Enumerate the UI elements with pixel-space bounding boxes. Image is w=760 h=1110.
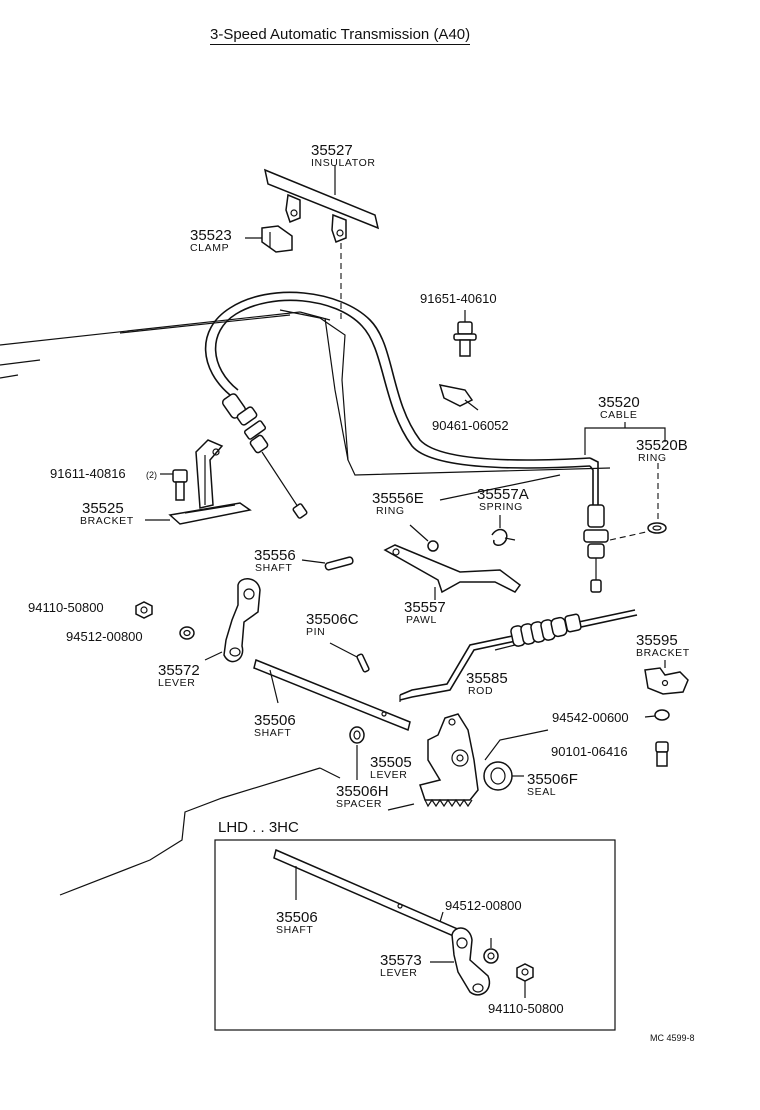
diagram-title: 3-Speed Automatic Transmission (A40)	[210, 26, 471, 45]
pawl-35557	[383, 544, 522, 600]
body-outline	[0, 309, 611, 896]
label-35520-name: CABLE	[600, 409, 637, 421]
label-35557A-name: SPRING	[479, 501, 523, 513]
bracket-35525	[145, 439, 252, 525]
label-35506F-name: SEAL	[527, 786, 556, 798]
bracket-35595	[644, 660, 689, 695]
label-lhd-94110-number: 94110-50800	[488, 1001, 564, 1016]
clamp-35523	[245, 225, 293, 253]
label-35525-name: BRACKET	[80, 515, 134, 527]
label-35505-number: 35505	[370, 754, 412, 771]
label-35572-name: LEVER	[158, 677, 195, 689]
label-35527-name: INSULATOR	[311, 157, 376, 169]
label-35523-name: CLAMP	[190, 242, 229, 254]
label-35585-name: ROD	[468, 685, 493, 697]
bolt-91611	[160, 469, 188, 501]
ring-guide-line	[609, 529, 656, 541]
label-91651-number: 91651-40610	[420, 291, 497, 306]
clip-94542	[644, 709, 670, 721]
ring-35556E	[409, 474, 561, 552]
label-35506C-number: 35506C	[306, 611, 359, 628]
label-35505-name: LEVER	[370, 769, 407, 781]
label-lhd-35573-number: 35573	[380, 952, 422, 969]
label-35527-number: 35527	[311, 142, 353, 159]
label-35520B-number: 35520B	[636, 437, 688, 454]
lever-callout-line	[484, 729, 549, 761]
lhd-subframe	[214, 839, 616, 1031]
label-35557-name: PAWL	[406, 614, 437, 626]
cable-35520	[204, 291, 609, 593]
label-94542-number: 94542-00600	[552, 710, 629, 725]
label-91611-number: 91611-40816	[50, 466, 126, 481]
label-35572-number: 35572	[158, 662, 200, 679]
label-94110-number: 94110-50800	[28, 600, 104, 615]
label-35506-name: SHAFT	[254, 727, 291, 739]
bolt-91651	[453, 310, 477, 357]
label-35595-name: BRACKET	[636, 647, 690, 659]
shaft-35556	[301, 556, 354, 571]
labels: 35527 INSULATOR 35523 CLAMP 91651-40610 …	[28, 142, 695, 1043]
pin-35506C	[329, 642, 370, 673]
insulator-35527	[263, 165, 380, 243]
label-35585-number: 35585	[466, 670, 508, 687]
label-35506H-name: SPACER	[336, 798, 382, 810]
label-35556-number: 35556	[254, 547, 296, 564]
label-35525-number: 35525	[82, 500, 124, 517]
label-lhd-35506-number: 35506	[276, 909, 318, 926]
footer-code: MC 4599-8	[650, 1033, 695, 1043]
label-91611-qty: (2)	[146, 470, 157, 480]
label-35595-number: 35595	[636, 632, 678, 649]
label-35523-number: 35523	[190, 227, 232, 244]
label-35506H-number: 35506H	[336, 783, 389, 800]
lhd-nut-94110	[516, 963, 534, 998]
label-90101-number: 90101-06416	[551, 744, 628, 759]
label-lhd-94512-number: 94512-00800	[445, 898, 522, 913]
clip-90461	[438, 384, 479, 411]
label-35557-number: 35557	[404, 599, 446, 616]
bolt-90101	[655, 741, 669, 767]
spacer-callout-line	[387, 803, 415, 811]
label-90461-number: 90461-06052	[432, 418, 509, 433]
spacer-35506H	[349, 726, 365, 780]
lhd-lever-35573	[430, 927, 491, 996]
lhd-washer-94512	[483, 938, 499, 964]
label-35520B-name: RING	[638, 452, 667, 464]
shaft-35506	[253, 658, 411, 732]
label-35506-number: 35506	[254, 712, 296, 729]
label-35556E-number: 35556E	[372, 490, 424, 507]
label-lhd-35506-name: SHAFT	[276, 924, 313, 936]
label-35506C-name: PIN	[306, 626, 325, 638]
label-35556E-name: RING	[376, 505, 405, 517]
washer-94512	[179, 626, 195, 640]
seal-35506F	[483, 761, 524, 791]
label-94512-number: 94512-00800	[66, 629, 143, 644]
label-35506F-number: 35506F	[527, 771, 578, 788]
label-lhd-35573-name: LEVER	[380, 967, 417, 979]
label-35520-number: 35520	[598, 394, 640, 411]
rod-35585	[399, 609, 638, 702]
nut-94110	[135, 601, 153, 619]
spring-35557A	[491, 515, 516, 546]
lever-35572	[204, 578, 261, 663]
lever-35505	[419, 713, 479, 808]
ring-35520B	[647, 463, 667, 534]
label-35556-name: SHAFT	[255, 562, 292, 574]
label-35557A-number: 35557A	[477, 486, 529, 503]
lhd-title: LHD . . 3HC	[218, 819, 299, 836]
